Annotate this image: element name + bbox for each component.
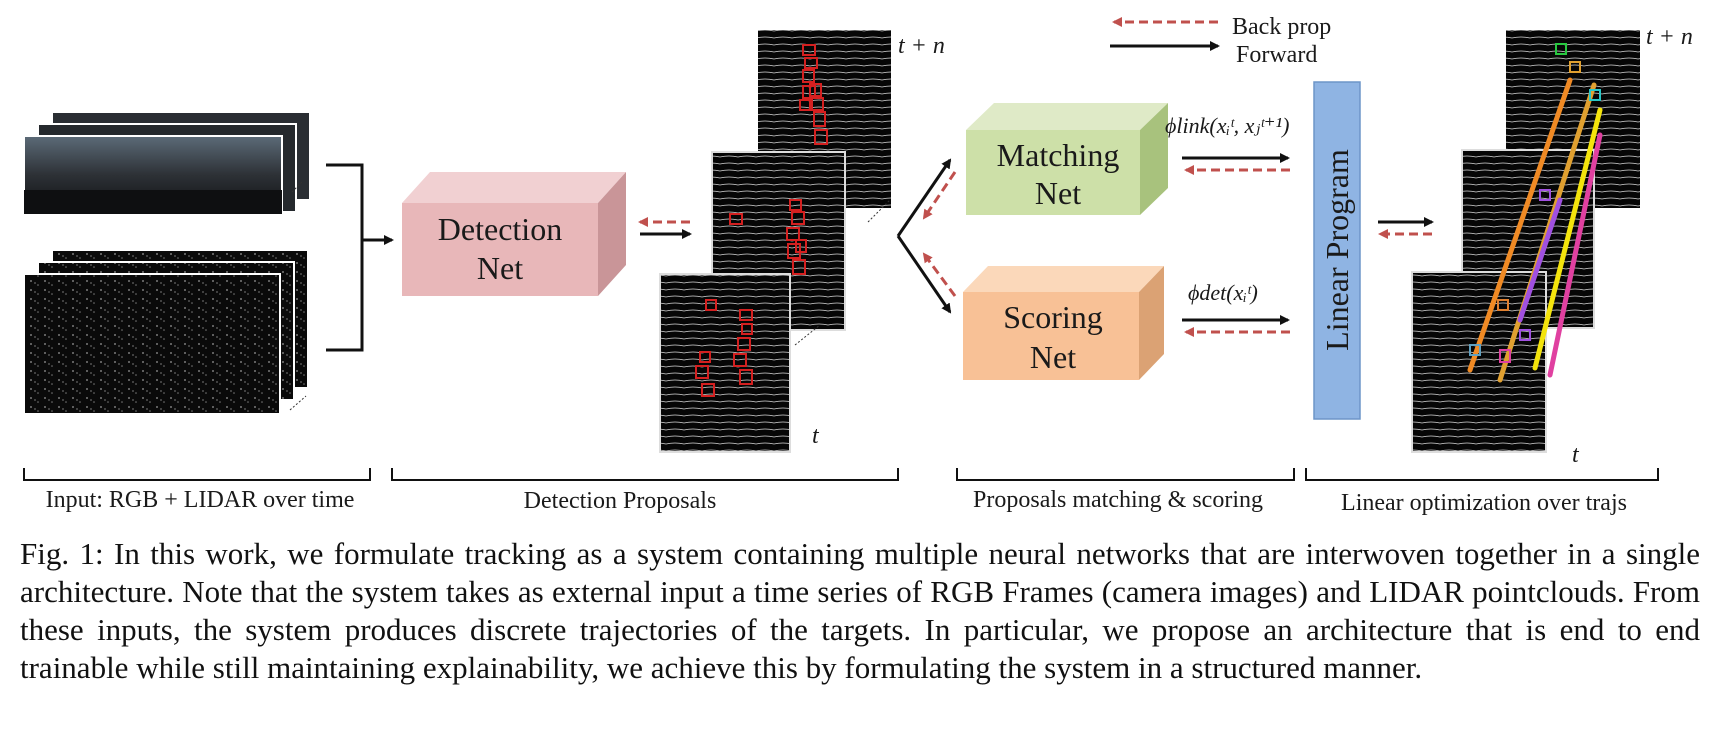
scoring-net-label-line2: Net [1030, 339, 1076, 375]
matching-net-label-line2: Net [1035, 175, 1081, 211]
legend: Back prop Forward [1110, 14, 1331, 68]
split-arrows [896, 158, 957, 314]
phi-link-label: ϕlink(xᵢᵗ, xⱼᵗ⁺¹) [1165, 113, 1289, 138]
t-plus-n-label-proposals: t + n [898, 33, 945, 59]
section-label-detection: Detection Proposals [524, 488, 717, 514]
matching-net-label-line1: Matching [997, 137, 1120, 173]
matching-net-box: Matching Net [966, 103, 1168, 215]
detection-proposal-frames [659, 30, 891, 453]
forward-legend-label: Forward [1236, 42, 1317, 68]
scoring-net-label-line1: Scoring [1003, 299, 1103, 335]
figure-caption: Fig. 1: In this work, we formulate track… [20, 536, 1700, 685]
lidar-frame-stack [23, 249, 309, 415]
section-label-input: Input: RGB + LIDAR over time [46, 487, 355, 513]
t-label-trajectories: t [1572, 442, 1580, 468]
architecture-figure: Detection Net t + n t [23, 14, 1693, 516]
rgb-frame-stack [23, 111, 311, 215]
phi-det-label: ϕdet(xᵢᵗ) [1188, 280, 1258, 305]
trajectory-frames [1411, 30, 1640, 453]
detection-net-label-line2: Net [477, 250, 523, 286]
linear-program-label: Linear Program [1319, 149, 1355, 351]
t-label-proposals: t [812, 423, 820, 449]
scoring-net-box: Scoring Net [963, 266, 1164, 380]
linear-program-box: Linear Program [1313, 81, 1361, 420]
input-merge-bracket [326, 163, 394, 352]
backprop-legend-label: Back prop [1232, 14, 1331, 40]
t-plus-n-label-trajectories: t + n [1646, 24, 1693, 50]
section-label-optimization: Linear optimization over trajs [1341, 490, 1627, 516]
section-brackets [23, 468, 1659, 481]
detection-net-box: Detection Net [402, 172, 626, 296]
section-label-matching: Proposals matching & scoring [973, 487, 1263, 513]
detection-net-label-line1: Detection [438, 211, 562, 247]
